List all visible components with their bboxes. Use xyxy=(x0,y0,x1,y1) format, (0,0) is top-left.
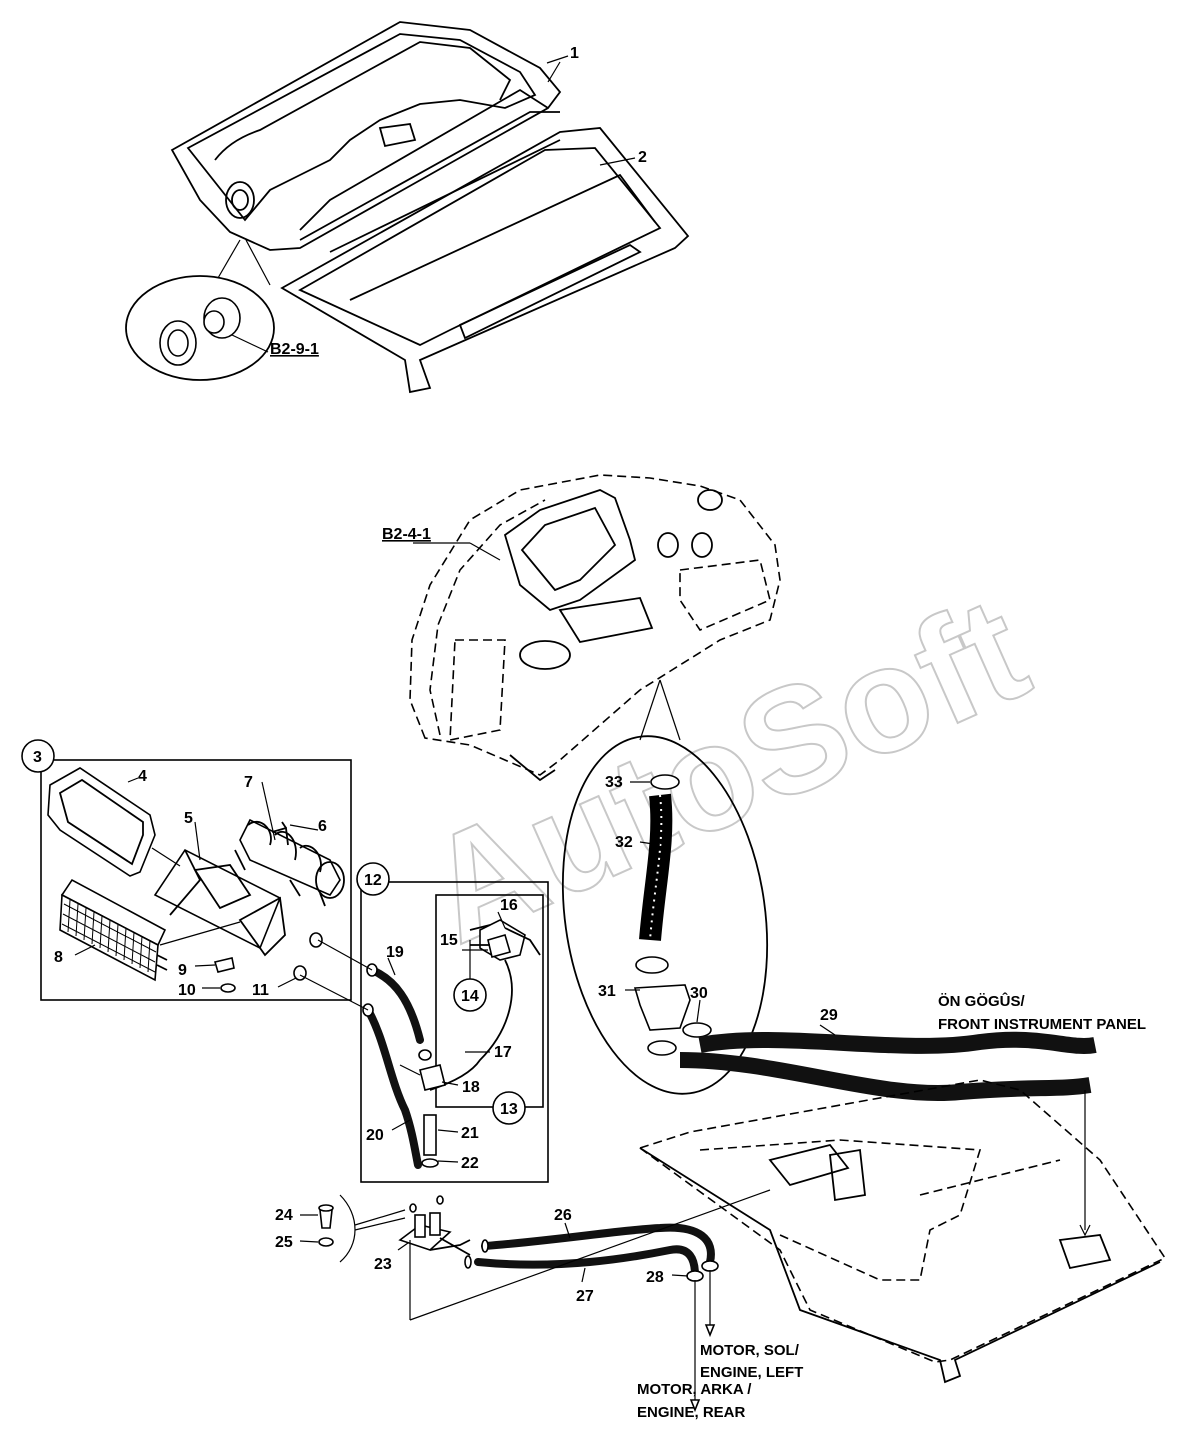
callout-18: 18 xyxy=(462,1079,480,1096)
callout-1: 1 xyxy=(570,45,579,62)
detail-circle-knob xyxy=(125,275,275,381)
roof-console-assembly xyxy=(125,21,690,394)
callout-25: 25 xyxy=(275,1234,293,1251)
callout-32: 32 xyxy=(615,834,633,851)
callout-26: 26 xyxy=(554,1207,572,1224)
callout-11: 11 xyxy=(252,982,269,999)
engine-left-label-tr: MOTOR, SOL/ xyxy=(700,1342,800,1359)
duct-detail xyxy=(561,679,769,1095)
callout-3: 3 xyxy=(33,749,42,766)
callout-14: 14 xyxy=(461,988,479,1005)
callout-3-circle xyxy=(21,739,55,773)
heater-hoses xyxy=(299,939,432,1169)
front-panel-ducts xyxy=(679,1031,1097,1101)
callout-13-circle xyxy=(492,1091,526,1125)
callout-4: 4 xyxy=(138,768,147,785)
callout-27: 27 xyxy=(576,1288,594,1305)
callout-30: 30 xyxy=(690,985,708,1002)
engine-hoses xyxy=(318,1189,771,1413)
callout-19: 19 xyxy=(386,944,404,961)
heater-core-fins xyxy=(61,899,157,973)
callout-28: 28 xyxy=(646,1269,664,1286)
callout-21: 21 xyxy=(461,1125,479,1142)
callout-7: 7 xyxy=(244,774,253,791)
callout-6: 6 xyxy=(318,818,327,835)
callout-13: 13 xyxy=(500,1101,518,1118)
callout-33: 33 xyxy=(605,774,623,791)
callout-labels: 1 2 B2-9-1 B2-4-1 3 4 7 5 6 8 9 10 11 12… xyxy=(21,45,1146,1421)
engine-rear-label-tr: MOTOR, ARKA / xyxy=(637,1381,752,1398)
callout-23: 23 xyxy=(374,1256,392,1273)
leader-lines xyxy=(74,55,836,1283)
callout-10: 10 xyxy=(178,982,196,999)
callout-9: 9 xyxy=(178,962,187,979)
callout-14-circle xyxy=(453,978,487,1012)
callout-29: 29 xyxy=(820,1007,838,1024)
instrument-console-assembly xyxy=(409,474,781,782)
callout-15: 15 xyxy=(440,932,458,949)
callout-24: 24 xyxy=(275,1207,293,1224)
callout-8: 8 xyxy=(54,949,63,966)
callout-31: 31 xyxy=(598,983,616,1000)
cab-floor-plate xyxy=(638,1079,1167,1384)
engine-rear-label-en: ENGINE, REAR xyxy=(637,1404,746,1421)
front-panel-label-tr: ÖN GÖGÛS/ xyxy=(938,992,1026,1010)
callout-22: 22 xyxy=(461,1155,479,1172)
callout-12: 12 xyxy=(364,872,382,889)
engine-left-label-en: ENGINE, LEFT xyxy=(700,1364,803,1381)
callout-17: 17 xyxy=(494,1044,512,1061)
valve-box xyxy=(360,881,549,1183)
heater-unit-box xyxy=(40,759,352,1001)
reference-b2-9-1[interactable]: B2-9-1 xyxy=(270,341,319,358)
front-panel-label-en: FRONT INSTRUMENT PANEL xyxy=(938,1016,1146,1033)
callout-12-circle xyxy=(356,862,390,896)
callout-5: 5 xyxy=(184,810,193,827)
callout-16: 16 xyxy=(500,897,518,914)
callout-20: 20 xyxy=(366,1127,384,1144)
reference-b2-4-1[interactable]: B2-4-1 xyxy=(382,526,431,543)
callout-2: 2 xyxy=(638,149,647,166)
